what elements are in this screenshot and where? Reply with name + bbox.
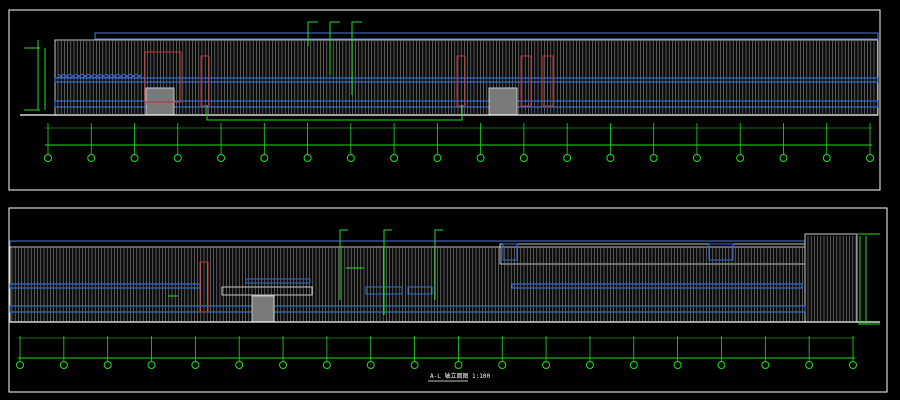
axis-bubble bbox=[87, 154, 96, 162]
axis-bubble bbox=[191, 361, 200, 369]
axis-bubble bbox=[454, 361, 463, 369]
top-window-band-upper bbox=[54, 77, 879, 83]
axis-bubble bbox=[260, 154, 269, 162]
top-window-band-lower bbox=[54, 100, 879, 108]
truss-member bbox=[117, 73, 131, 79]
truss-member bbox=[69, 73, 83, 79]
axis-bubble bbox=[16, 361, 24, 369]
axis-bubble bbox=[59, 361, 68, 369]
top-drawing-frame bbox=[8, 9, 881, 191]
bottom-high-bay bbox=[499, 243, 806, 265]
axis-bubble bbox=[103, 361, 112, 369]
axis-bubble bbox=[130, 154, 139, 162]
axis-bubble bbox=[147, 361, 156, 369]
bottom-drawing-frame bbox=[8, 207, 888, 393]
axis-bubble bbox=[519, 154, 528, 162]
truss-member bbox=[105, 73, 119, 79]
top-downpipe-5 bbox=[542, 55, 554, 107]
axis-bubble bbox=[542, 361, 551, 369]
axis-bubble bbox=[476, 154, 485, 162]
axis-bubble bbox=[498, 361, 507, 369]
axis-bubble bbox=[366, 361, 375, 369]
bottom-leader-lines bbox=[168, 229, 880, 325]
top-downpipe-1 bbox=[144, 51, 182, 103]
top-downpipe-4 bbox=[520, 55, 532, 107]
truss-member bbox=[93, 73, 107, 79]
axis-bubble bbox=[736, 154, 745, 162]
top-elevation bbox=[8, 9, 881, 191]
bottom-downpipe-1 bbox=[199, 261, 209, 313]
axis-bubble bbox=[390, 154, 399, 162]
bottom-window-band-lower bbox=[9, 305, 806, 313]
bottom-clerestory-1 bbox=[502, 243, 518, 261]
axis-bubble bbox=[279, 361, 288, 369]
top-door-right bbox=[488, 87, 518, 116]
axis-bubble bbox=[805, 361, 814, 369]
bottom-signage-2 bbox=[407, 286, 433, 295]
top-leader-lines bbox=[24, 21, 463, 121]
axis-bubble bbox=[629, 361, 638, 369]
axis-bubble bbox=[866, 154, 874, 162]
axis-bubble bbox=[217, 154, 226, 162]
top-parapet bbox=[94, 32, 879, 40]
bottom-axis-bubbles bbox=[16, 336, 857, 369]
bottom-drawing-caption: A-L 轴立面图 1:100 bbox=[430, 372, 491, 380]
top-downpipe-2 bbox=[200, 55, 210, 107]
top-downpipe-3 bbox=[456, 55, 466, 107]
bottom-tower-block bbox=[804, 233, 858, 323]
axis-bubble bbox=[563, 154, 572, 162]
axis-bubble bbox=[692, 154, 701, 162]
bottom-entrance-canopy bbox=[221, 286, 313, 296]
axis-bubble bbox=[673, 361, 682, 369]
axis-bubble bbox=[173, 154, 182, 162]
bottom-door-main bbox=[251, 295, 275, 323]
axis-bubble bbox=[717, 361, 726, 369]
axis-bubble bbox=[606, 154, 615, 162]
axis-bubble bbox=[303, 154, 312, 162]
axis-bubble bbox=[322, 361, 331, 369]
axis-bubble bbox=[779, 154, 788, 162]
truss-member bbox=[129, 73, 143, 79]
axis-bubble bbox=[410, 361, 419, 369]
bottom-window-band-right bbox=[511, 283, 803, 289]
axis-bubble bbox=[433, 154, 442, 162]
axis-bubble bbox=[235, 361, 244, 369]
bottom-entrance-band bbox=[245, 278, 311, 284]
axis-bubble bbox=[346, 154, 355, 162]
axis-bubble bbox=[585, 361, 594, 369]
axis-bubble bbox=[649, 154, 658, 162]
axis-bubble bbox=[44, 154, 52, 162]
axis-bubble bbox=[822, 154, 831, 162]
axis-bubble bbox=[761, 361, 770, 369]
bottom-elevation: A-L 轴立面图 1:100 bbox=[8, 207, 888, 393]
top-axis-bubbles bbox=[44, 123, 874, 162]
truss-member bbox=[57, 73, 71, 79]
bottom-clerestory-2 bbox=[708, 243, 734, 261]
axis-bubble bbox=[849, 361, 857, 369]
truss-member bbox=[81, 73, 95, 79]
